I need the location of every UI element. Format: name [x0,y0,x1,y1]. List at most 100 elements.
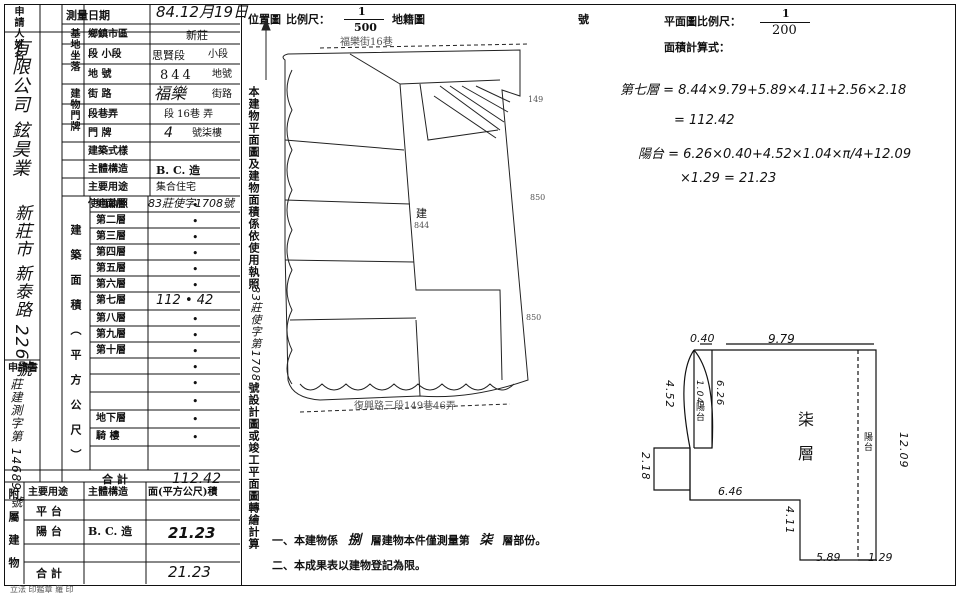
floor-row-label: 第十層 [96,345,126,356]
lane-value: 段 16巷 弄 [164,109,214,120]
floor-row-value: • [192,395,199,408]
floor-row-value: • [192,329,199,342]
annex-total-label: 合 計 [36,567,62,580]
structure-value: B. C. 造 [156,164,201,177]
scale-label: 比例尺： [286,13,330,26]
floor-total-label: 合 計 [102,473,128,486]
street-value: 福樂 [154,84,187,103]
floor-row-value: • [192,199,199,212]
note-1-floor: 柒 [479,533,493,548]
application-label: 申請書 [8,363,38,374]
annex-row-use: 陽 台 [36,525,62,538]
floor-row-label: 第三層 [96,231,126,242]
applicant-name: 有限公司 鉉昊業 [9,38,30,178]
structure-label: 主體構造 [88,164,128,175]
area-calc-label: 面積計算式： [664,41,730,54]
subsection-label: 小段 [208,49,228,60]
note-1: 一、本建物係 捌 層建物本件僅測量第 柒 層部份。 [272,534,546,547]
floor-row-label: 第六層 [96,279,126,290]
annex-area-header: 面(平方公尺)積 [148,487,218,498]
dim-bottom-vertical: 4.11 [783,506,796,535]
style-label: 建築式樣 [88,146,128,157]
scale-fraction-bar [344,19,384,20]
annex-row-use: 平 台 [36,505,62,518]
dim-left-step: 2.18 [639,452,652,481]
dim-bottom-left: 6.46 [718,485,743,498]
annex-structure-header: 主體構造 [88,487,128,498]
annex-total-value: 21.23 [168,563,211,581]
use-value: 集合住宅 [156,182,196,193]
floor-row-value: • [192,215,199,228]
cadastral-label: 地籍圖 [392,13,425,26]
base-location-label: 基地坐落 [68,28,79,72]
dim-inner-vertical-2: 6.26 [714,380,725,407]
map-building-number: 844 [414,221,430,230]
note-2: 二、本成果表以建物登記為限。 [272,559,426,572]
floor-plan-scale-den: 200 [772,23,797,38]
vertical-note-1: 本建物平面圖及建物面積係依使用執照 [247,86,260,290]
dim-bottom-right: 1.29 [868,551,893,564]
floor-row-value: • [192,345,199,358]
floor-plan-scale-label: 平面圖比例尺： [664,15,741,28]
map-num-850-bottom: 850 [526,313,542,322]
annex-row-structure: B. C. 造 [88,525,133,538]
building-door-label: 建物門牌 [68,88,79,132]
door-number-suffix: 號柒樓 [192,128,222,139]
note-1-prefix: 一、本建物係 [272,534,338,547]
calc-seventh-floor: 第七層 = 8.44×9.79+5.89×4.11+2.56×2.18 [620,83,907,98]
dim-top-small: 0.40 [690,332,715,345]
floor-row-label: 第四層 [96,247,126,258]
parcel-value: 844 [160,68,194,83]
license-label: 使用執照 [88,199,128,210]
floor-row-label: 第七層 [96,295,126,306]
door-number-label: 門 牌 [88,128,112,139]
annex-row-area: 21.23 [168,524,216,542]
dim-top: 9.79 [768,332,795,346]
location-map-label: 位置圖 [248,13,281,26]
floor-row-label: 第九層 [96,329,126,340]
floor-row-value: • [192,377,199,390]
lane-label: 段巷弄 [88,109,118,120]
scale-den: 500 [354,21,377,34]
note-1-suffix: 層部份。 [502,534,547,547]
street-suffix: 街路 [212,89,232,100]
map-road-top: 福樂街16巷 [340,37,393,48]
floor-row-label: 地面層 [96,199,126,210]
floor-row-value: • [192,279,199,292]
floor-row-value: • [192,361,199,374]
floor-row-value: 112 • 42 [156,293,214,308]
township-value: 新莊 [186,29,208,42]
parcel-suffix: 地號 [212,69,232,80]
map-num-850-top: 850 [530,193,546,202]
balcony-label-left: 陽台 [694,402,704,422]
floor-row-value: • [192,263,199,276]
section-value: 思賢段 [152,49,185,62]
use-label: 主要用途 [88,182,128,193]
floor-row-value: • [192,247,199,260]
floor-row-label: 第八層 [96,313,126,324]
applicant-address: 新莊市 新泰路 226號 [11,204,31,379]
street-label: 街 路 [88,89,112,100]
calc-balcony-cont: ×1.29 = 21.23 [680,171,777,186]
note-1-total-floors: 捌 [347,533,361,548]
floor-row-label: 第二層 [96,215,126,226]
dim-left-vertical: 4.52 [663,380,676,409]
floor-total-value: 112.42 [172,471,221,487]
floor-plan-scale-bar [760,22,810,23]
survey-date-value: 84.12月19日 [156,3,249,21]
township-label: 鄉鎮市區 [88,29,128,40]
annex-use-header: 主要用途 [28,487,68,498]
calc-balcony: 陽台 = 6.26×0.40+4.52×1.04×π/4+12.09 [638,147,912,162]
map-road-bottom: 復興路三段149巷46弄 [354,401,456,412]
footer-text: 立法 印鑑章 羅 印 [10,585,74,594]
dim-inner-vertical: 1.04 [694,380,704,405]
dim-right-vertical: 12.09 [897,432,910,469]
door-number-value: 4 [164,125,173,141]
map-num-149: 149 [528,95,544,104]
floor-row-value: • [192,313,199,326]
scale-num: 1 [358,5,366,18]
